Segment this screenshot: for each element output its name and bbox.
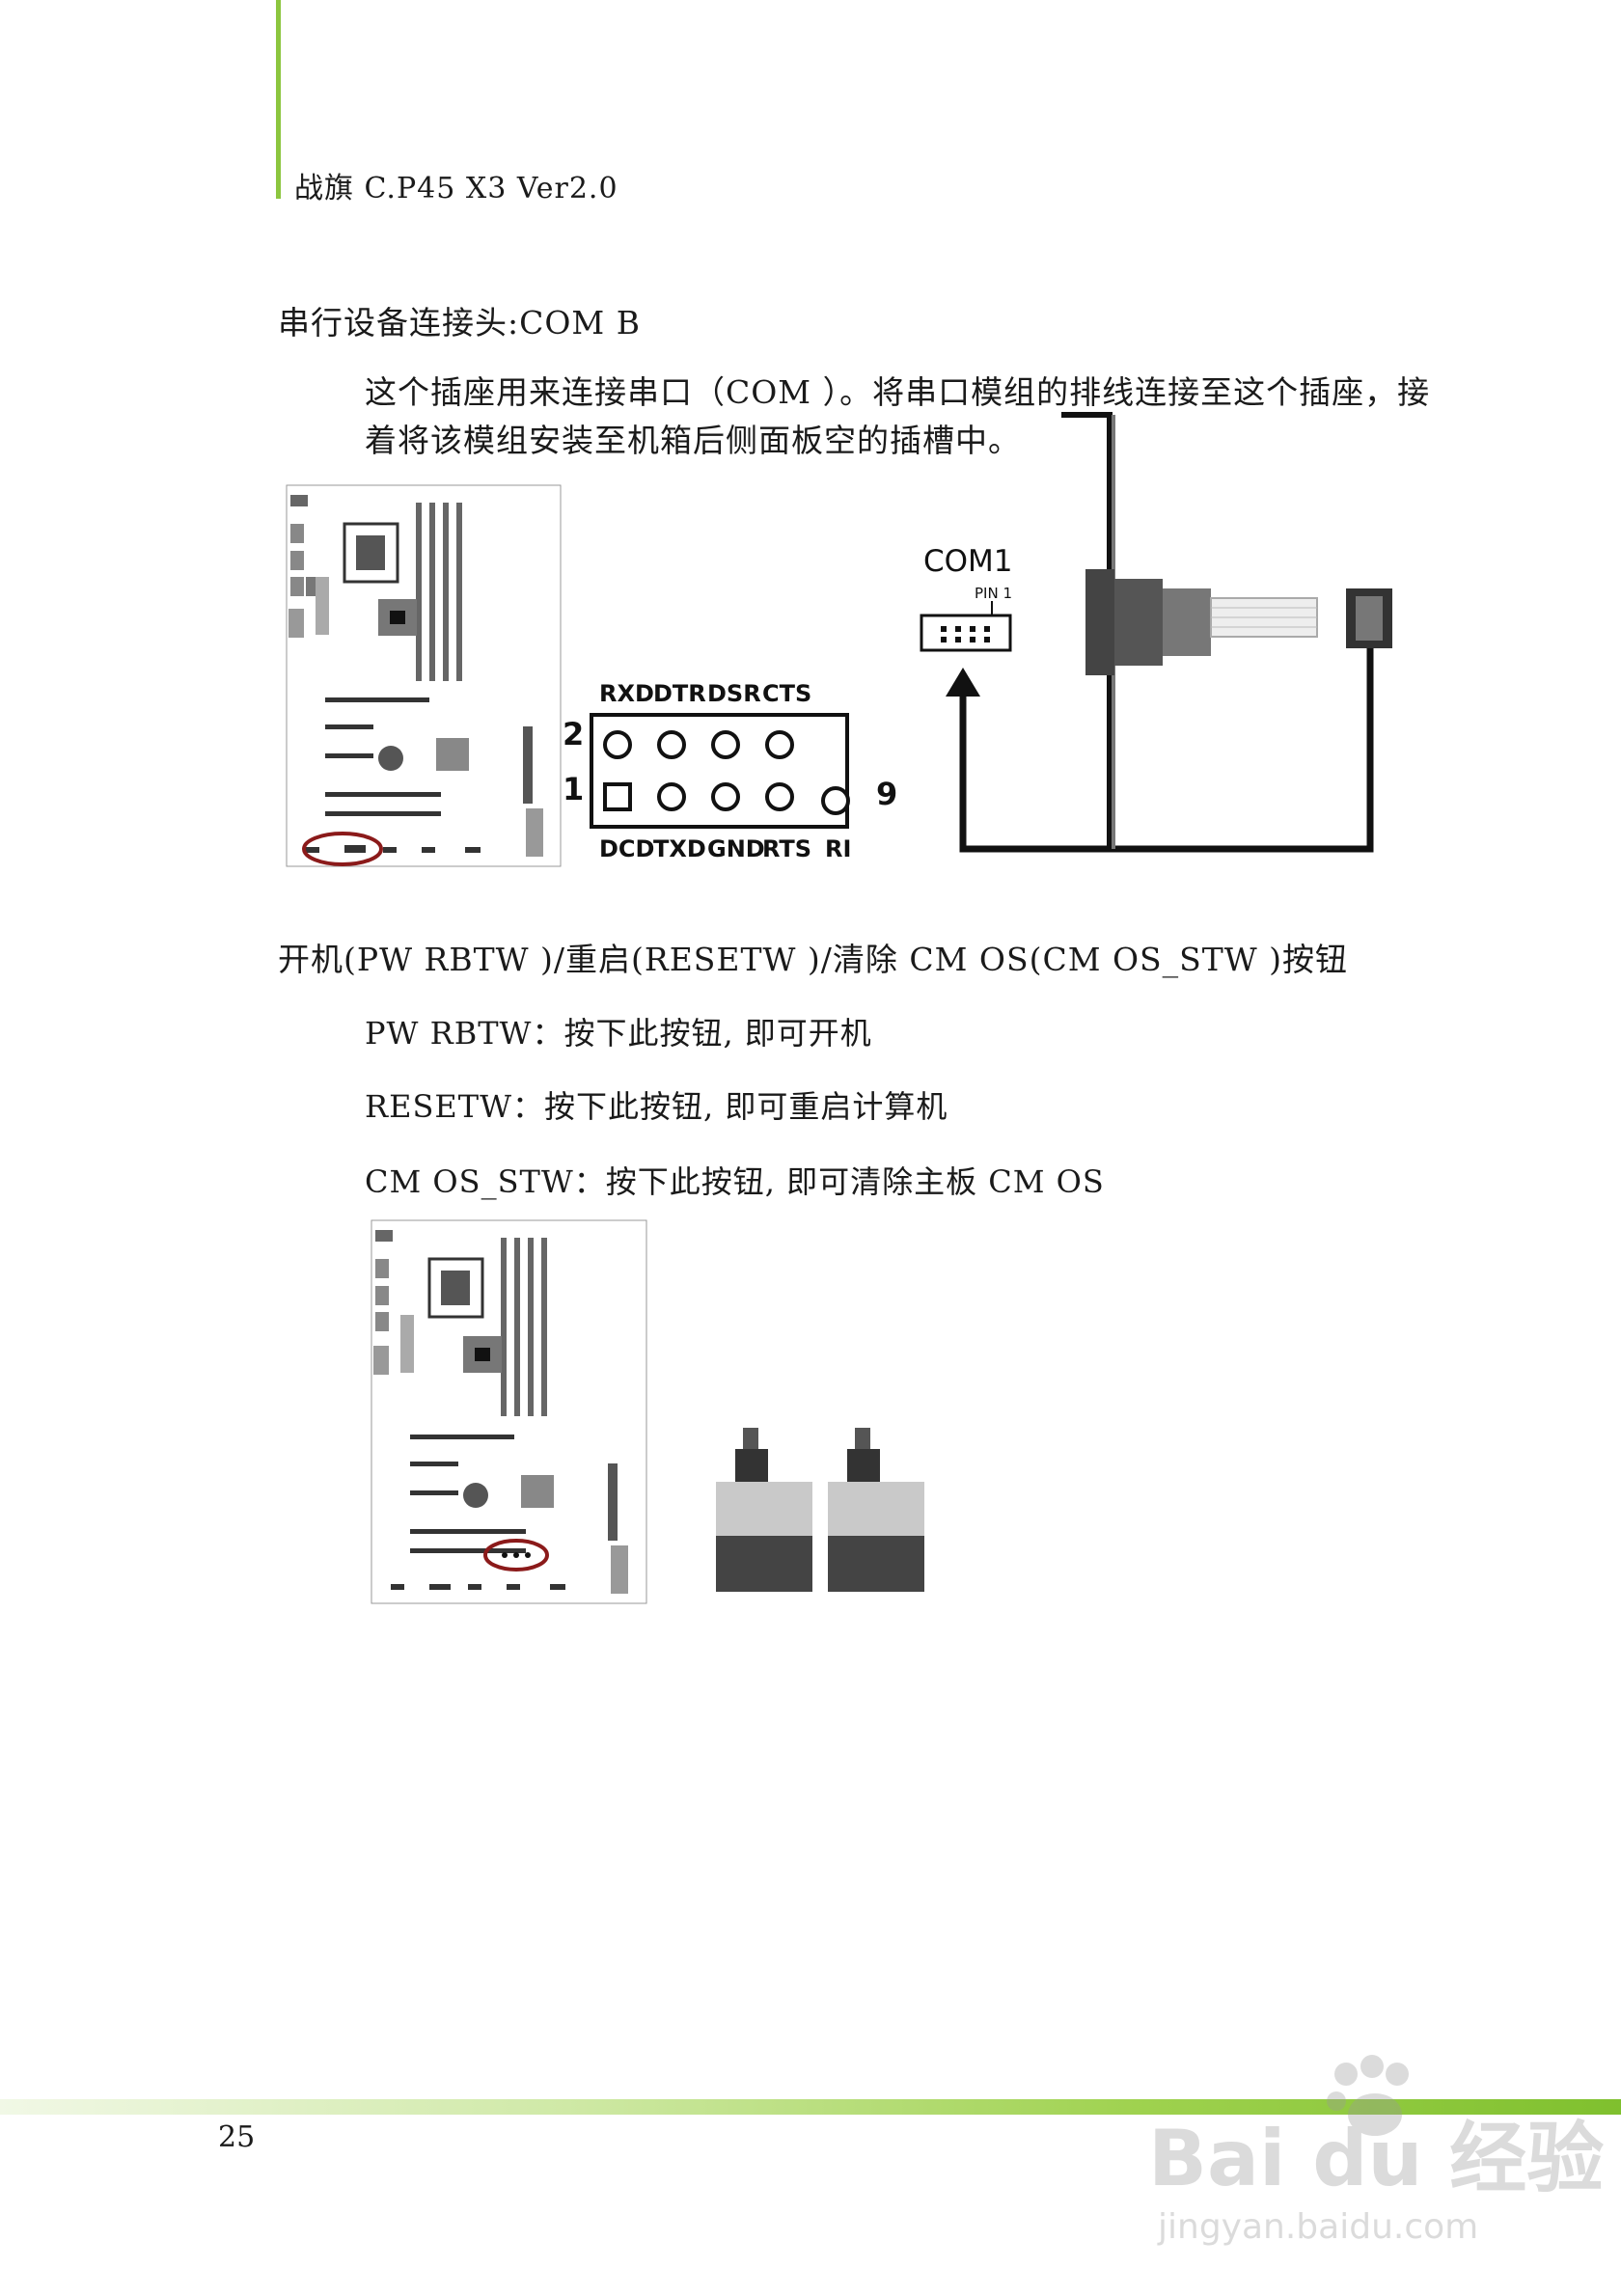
com-paragraph-line-2: 着将该模组安装至机箱后侧面板空的插槽中。 [365,422,1021,459]
footer-gradient-bar [0,2099,1621,2115]
push-button-1 [716,1428,812,1592]
pin-label-dsr: DSR [707,680,761,707]
row-number-1: 1 [563,771,584,807]
com-header-highlight [302,832,383,866]
com-pinout-diagram: RXD DTR DSR CTS DCD TXD GND RTS RI 2 1 9 [558,673,897,876]
resetw-description: RESETW：按下此按钮, 即可重启计算机 [365,1088,948,1125]
pin-label-ri: RI [825,835,851,862]
buttons-highlight [483,1539,549,1572]
push-buttons-photo [714,1428,936,1597]
pin-label-cts: CTS [762,680,811,707]
com-bracket-illustration: COM1 PIN 1 [912,405,1414,868]
watermark-brand: Bai du 经验 [1148,2114,1604,2203]
motherboard-diagram-com [286,484,562,867]
header-title: 战旗 C.P45 X3 Ver2.0 [294,172,618,205]
pin-label-txd: TXD [653,835,706,862]
page-number: 25 [218,2120,256,2154]
push-button-2 [828,1428,924,1592]
watermark-url: jingyan.baidu.com [1157,2207,1478,2247]
baidu-paw-logo: Bai du 经验 jingyan.baidu.com [1148,2055,1604,2247]
pin-label-dtr: DTR [653,680,706,707]
header-accent-bar [276,0,281,199]
pin-number-9: 9 [876,776,897,812]
com1-label: COM1 [923,544,1013,579]
pin1-label: PIN 1 [975,585,1012,602]
cmos-stw-description: CM OS_STW：按下此按钮, 即可清除主板 CM OS [365,1163,1105,1200]
baidu-watermark: Bai du 经验 jingyan.baidu.com [1139,2045,1604,2248]
pin-label-rxd: RXD [599,680,654,707]
pin-label-rts: RTS [762,835,811,862]
motherboard-diagram-buttons [371,1219,647,1604]
com-paragraph-line-1: 这个插座用来连接串口（COM ）。将串口模组的排线连接至这个插座，接 [365,373,1431,411]
button-section-title: 开机(PW RBTW )/重启(RESETW )/清除 CM OS(CM OS_… [278,941,1349,978]
com-section-title: 串行设备连接头:COM B [278,304,641,342]
pin-label-dcd: DCD [599,835,654,862]
row-number-2: 2 [563,716,584,752]
pin-label-gnd: GND [707,835,765,862]
pwrbtw-description: PW RBTW：按下此按钮, 即可开机 [365,1015,872,1052]
